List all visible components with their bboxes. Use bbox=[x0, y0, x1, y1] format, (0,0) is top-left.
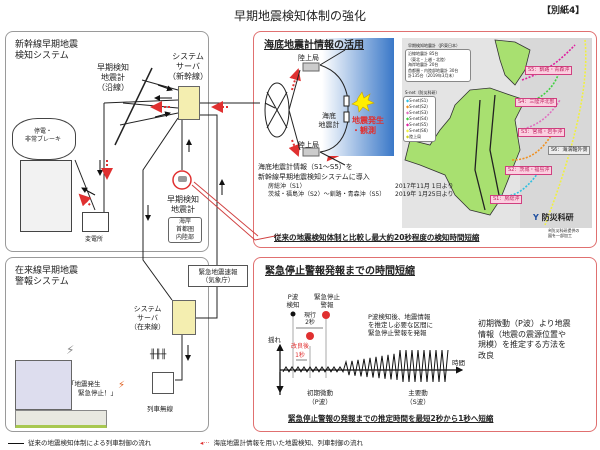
legend-conventional: 従来の地震検知体制による列車制御の流れ bbox=[8, 438, 151, 449]
stop-speech: 「地震発生緊急停止！」 bbox=[68, 380, 117, 397]
legend-marker-icon: ◆ bbox=[406, 98, 410, 103]
seafloor-heading: 海底地震計情報の活用 bbox=[264, 40, 364, 51]
map-label-s4: S4：三陸沖北部 bbox=[515, 98, 558, 107]
lightning-icon: ⚡ bbox=[66, 343, 75, 357]
schedule-row: 房総沖（S1） bbox=[268, 183, 306, 190]
shinkansen-panel bbox=[5, 31, 209, 252]
shinkansen-heading: 新幹線早期地震検知システム bbox=[15, 40, 79, 61]
s-wave-label: 主要動（S波） bbox=[406, 389, 430, 406]
map-land bbox=[404, 87, 526, 216]
shortening-conclusion: 緊急停止警報の発報までの推定時間を最短2秒から1秒へ短縮 bbox=[288, 414, 494, 423]
quake-label: 地震発生・観測 bbox=[352, 116, 384, 135]
conventional-heading: 在来線早期地震警報システム bbox=[15, 266, 79, 287]
map-label-s3: S3：宮城・岩手沖 bbox=[518, 128, 566, 137]
conventional-server-icon bbox=[172, 300, 196, 335]
train-radio-label: 列車無線 bbox=[147, 405, 173, 413]
p-wave-label: 初期微動（P波） bbox=[307, 389, 333, 406]
seafloor-intro: 海底地震計情報（S1～S5）を新幹線早期地震検知システムに導入 bbox=[258, 163, 370, 181]
shinkansen-train-icon bbox=[20, 160, 72, 232]
p-detect-label: P波検知 bbox=[286, 293, 300, 309]
legend-seafloor: ◂···海底地震計情報を用いた地震検知、列車制御の流れ bbox=[200, 439, 363, 447]
conventional-server-label: システムサーバ（在来線） bbox=[130, 305, 165, 331]
antenna-icon: ╫╫╫ bbox=[150, 350, 167, 360]
train-radio-icon bbox=[152, 372, 174, 394]
seismometer-locations: 海岸首都圏内陸部 bbox=[168, 217, 202, 243]
alarm-label: 緊急停止警報 bbox=[314, 293, 340, 309]
map-legend1: 沿線地震計 85台（東北・上越・北陸）海岸地震計 20台首都圏・内陸部地震計 3… bbox=[405, 49, 471, 82]
jma-eew-box: 緊急地震速報（気象庁） bbox=[188, 265, 248, 287]
shinkansen-server-icon bbox=[178, 86, 200, 120]
page-title: 早期地震検知体制の強化 bbox=[233, 9, 366, 23]
blackout-label: 停電・非常ブレーキ bbox=[24, 128, 61, 143]
driver-icon bbox=[15, 360, 72, 410]
map-legend2: ◆S-net(S1)◆S-net(S2)◆S-net(S3)◆S-net(S4)… bbox=[403, 96, 436, 142]
map-legend2-item: ◆S-net(S1) bbox=[406, 98, 428, 103]
center-seismometer-label: 早期検知地震計 bbox=[167, 195, 199, 214]
substation-icon bbox=[82, 212, 109, 232]
land-station-top: 陸上局 bbox=[298, 54, 319, 62]
seafloor-seismometer-label: 海底地震計 bbox=[318, 112, 340, 129]
attachment-label: 【別紙4】 bbox=[542, 6, 585, 16]
land-station-bottom: 陸上局 bbox=[298, 141, 319, 149]
legend-marker-icon: ◆ bbox=[406, 104, 410, 109]
map-legend2-item: ◆S-net(S2) bbox=[406, 104, 428, 109]
p-detect-note: P波検知後、地震情報を推定し必要な区間に緊急停止警報を発報 bbox=[368, 313, 433, 337]
radio-signal-icon: ⚡ bbox=[118, 380, 126, 391]
shortening-heading: 緊急停止警報発報までの時間短縮 bbox=[265, 266, 415, 277]
line-seismometer-label: 早期検知地震計（沿線） bbox=[97, 63, 129, 92]
method-text: 初期微動（P波）より地震情報（地震の震源位置や規模）を推定する方法を改良 bbox=[478, 319, 571, 360]
legend-marker-icon: ◆ bbox=[406, 122, 410, 127]
seafloor-conclusion: 従来の地震検知体制と比較し最大約20秒程度の検知時間短縮 bbox=[274, 233, 480, 242]
legend-marker-icon: ◆ bbox=[406, 134, 410, 139]
schedule-date: 2019年 1月25日より bbox=[395, 191, 454, 198]
legend-marker-icon: ◆ bbox=[406, 116, 410, 121]
seafloor-panel bbox=[253, 31, 597, 248]
map-legend2-item: ◆S-net(S3) bbox=[406, 110, 428, 115]
map-legend2-title: S-net（防災科研） bbox=[405, 90, 440, 95]
map-legend2-item: ◆S-net(S6) bbox=[406, 128, 428, 133]
substation-label: 変電所 bbox=[85, 236, 104, 243]
nied-logo: Y 防災科研 bbox=[533, 213, 574, 222]
schedule-row: 茨城・福島沖（S2）～釧路・青森沖（S5） bbox=[268, 191, 386, 198]
map-legend2-item: ◆陸上局 bbox=[406, 134, 422, 139]
conventional-panel bbox=[5, 257, 209, 432]
conventional-train-icon bbox=[15, 410, 107, 428]
legend-marker-icon: ◆ bbox=[406, 128, 410, 133]
shortening-panel bbox=[253, 257, 597, 432]
map-label-s1: S1：房総沖 bbox=[490, 195, 523, 204]
shake-label: 揺れ bbox=[268, 336, 281, 344]
legend-marker-icon: ◆ bbox=[406, 110, 410, 115]
black-line-icon bbox=[8, 442, 24, 444]
map-credit: ※防災科研提供の図を一部加工 bbox=[548, 228, 580, 238]
blackout-burst-icon bbox=[12, 118, 76, 160]
schedule-date: 2017年11月 1日より bbox=[395, 183, 454, 190]
map-label-s2: S2：茨城・福島沖 bbox=[505, 166, 553, 175]
time-label: 時間 bbox=[452, 359, 465, 367]
map-label-s5: S5：釧路・青森沖 bbox=[525, 66, 573, 75]
map-label-s6: S6：海溝軸外側 bbox=[548, 146, 591, 155]
map-legend2-item: ◆S-net(S5) bbox=[406, 122, 428, 127]
red-dotted-arrow-icon: ◂··· bbox=[200, 439, 210, 447]
map-legend1-title: 早期検知地震計（JR東日本） bbox=[408, 43, 460, 48]
shinkansen-server-label: システムサーバ（新幹線） bbox=[168, 52, 208, 81]
seismometer-icon bbox=[178, 176, 187, 182]
map-legend2-item: ◆S-net(S4) bbox=[406, 116, 428, 121]
